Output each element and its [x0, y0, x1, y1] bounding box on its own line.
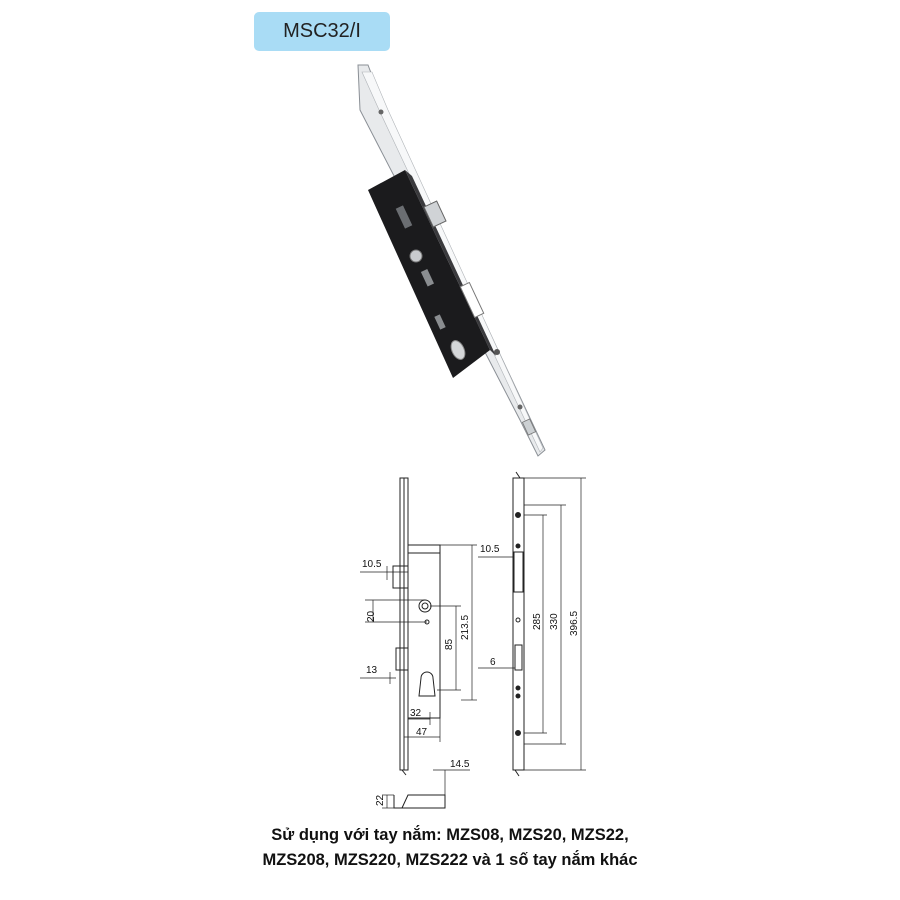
compatibility-caption-line1: Sử dụng với tay nắm: MZS08, MZS20, MZS22… — [271, 826, 629, 844]
model-label: MSC32/I — [254, 12, 390, 51]
dim-10-5-left: 10.5 — [362, 559, 382, 570]
dim-396-5: 396.5 — [569, 611, 580, 636]
dim-6: 6 — [490, 657, 496, 668]
dim-20: 20 — [366, 610, 377, 622]
dim-213-5: 213.5 — [460, 615, 471, 640]
bolt-slot — [514, 644, 523, 671]
dim-47: 47 — [416, 727, 428, 738]
dim-14-5: 14.5 — [450, 759, 470, 770]
spindle-hole — [418, 599, 432, 613]
compatibility-caption-line2: MZS208, MZS220, MZS222 và 1 số tay nắm k… — [262, 851, 638, 869]
dim-32: 32 — [410, 708, 422, 719]
dim-85: 85 — [444, 638, 455, 650]
latch-slot — [513, 551, 524, 593]
dim-13: 13 — [366, 665, 378, 676]
dim-22: 22 — [375, 794, 386, 806]
deadbolt — [395, 647, 409, 671]
dim-285: 285 — [532, 613, 543, 630]
dim-330: 330 — [549, 613, 560, 630]
faceplate-side — [512, 477, 525, 771]
lock-case-outline — [408, 544, 441, 719]
cylinder-hole — [418, 671, 436, 697]
dim-10-5-right: 10.5 — [480, 544, 500, 555]
latch-bolt — [392, 565, 409, 589]
